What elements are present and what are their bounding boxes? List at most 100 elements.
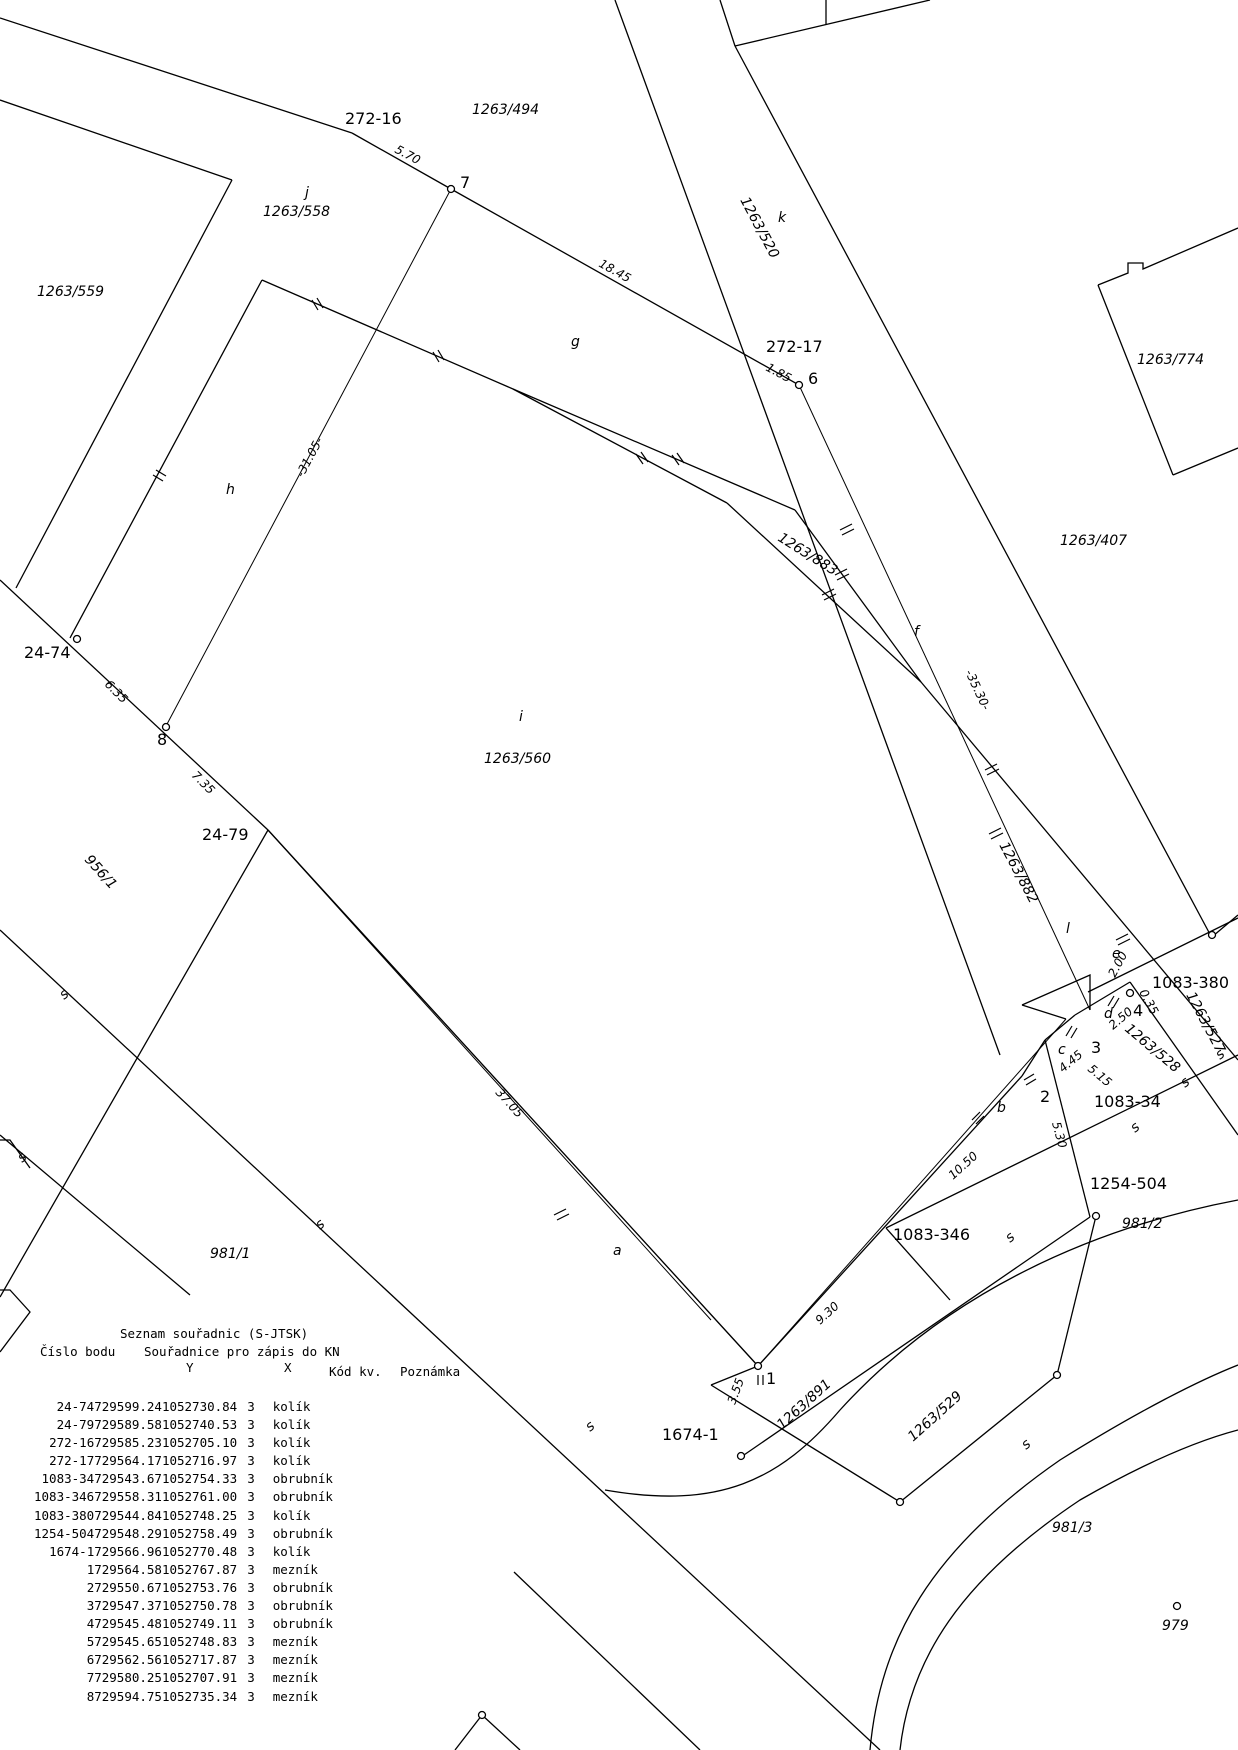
quality-code: 3 xyxy=(247,1543,255,1559)
coord-y: 729558.31 xyxy=(94,1489,162,1505)
header-point-number: Číslo bodu xyxy=(40,1344,116,1359)
coord-y: 729599.24 xyxy=(94,1399,162,1414)
coord-x: 1052753.76 xyxy=(161,1579,238,1595)
coord-x: 1052749.11 xyxy=(161,1616,238,1632)
note: kolík xyxy=(272,1417,311,1433)
point-label: 6 xyxy=(808,369,818,388)
coord-y: 729543.67 xyxy=(94,1471,162,1487)
header-coordinates: Souřadnice pro zápis do KN xyxy=(144,1344,340,1359)
header-y: Y xyxy=(186,1360,194,1375)
quality-code: 3 xyxy=(247,1598,255,1614)
point-id: 1083-380 xyxy=(34,1507,95,1523)
note: obrubník xyxy=(272,1489,333,1505)
quality-code: 3 xyxy=(247,1435,255,1451)
point-label: 1674-1 xyxy=(662,1425,719,1444)
note: mezník xyxy=(272,1688,318,1704)
parcel-label: 981/3 xyxy=(1052,1520,1092,1536)
point-label: 1083-380 xyxy=(1152,973,1229,992)
coord-x: 1052758.49 xyxy=(161,1525,238,1541)
note: mezník xyxy=(272,1561,318,1577)
dimension: -31.05- xyxy=(293,435,326,480)
dimension: 1.85 xyxy=(764,360,794,385)
quality-code: 3 xyxy=(247,1616,255,1632)
point-id: 272-17 xyxy=(49,1453,95,1469)
quality-code: 3 xyxy=(247,1471,255,1487)
quality-code: 3 xyxy=(247,1417,255,1433)
coord-x: 1052717.87 xyxy=(161,1652,238,1668)
dimension: 5.15 xyxy=(1085,1062,1114,1090)
quality-code: 3 xyxy=(247,1525,255,1541)
svg-text:s: s xyxy=(1018,1436,1034,1453)
coord-x: 1052707.91 xyxy=(161,1670,238,1686)
note: mezník xyxy=(272,1670,318,1686)
coord-x: 1052750.78 xyxy=(161,1598,238,1614)
part-letter: e xyxy=(1112,946,1121,962)
dimension: 37.05 xyxy=(493,1086,526,1121)
point-label: 2 xyxy=(1040,1087,1050,1106)
point-id: 24-74 xyxy=(56,1399,95,1414)
parcel-label: 956/1 xyxy=(81,852,120,893)
part-letter: h xyxy=(226,482,235,498)
survey-points xyxy=(72,184,1217,1720)
coord-x: 1052730.84 xyxy=(161,1399,238,1414)
svg-text:s: s xyxy=(1127,1119,1143,1136)
coord-x: 1052754.33 xyxy=(161,1471,238,1487)
point-label: 8 xyxy=(157,730,167,749)
svg-text:s: s xyxy=(312,1216,328,1233)
point-label: 3 xyxy=(1091,1038,1101,1057)
point-label: 1 xyxy=(766,1369,776,1388)
dimension: 6.35 xyxy=(102,677,131,706)
note: obrubník xyxy=(272,1616,333,1632)
coord-x: 1052748.25 xyxy=(161,1507,238,1523)
point-label: 272-17 xyxy=(766,337,823,356)
coord-y: 729564.17 xyxy=(94,1453,162,1469)
dimension: 9.30 xyxy=(813,1299,842,1328)
point-label: 1083-34 xyxy=(1094,1092,1161,1111)
coord-x: 1052761.00 xyxy=(161,1489,238,1505)
point-id: 6 xyxy=(86,1652,95,1668)
svg-text:s: s xyxy=(1002,1229,1018,1246)
point-label: 1254-504 xyxy=(1090,1174,1167,1193)
parcel-label: 981/2 xyxy=(1122,1216,1162,1232)
header-note: Poznámka xyxy=(400,1364,461,1379)
point-id: 7 xyxy=(86,1670,95,1686)
point-label: 272-16 xyxy=(345,109,402,128)
quality-code: 3 xyxy=(247,1670,255,1686)
coord-x: 1052705.10 xyxy=(161,1435,238,1451)
dimension: 7.35 xyxy=(189,768,218,797)
dimension: 2.00 xyxy=(1105,949,1130,979)
quality-code: 3 xyxy=(247,1489,255,1505)
point-id: 2 xyxy=(86,1579,95,1595)
note: mezník xyxy=(272,1652,318,1668)
coord-y: 729548.29 xyxy=(94,1525,162,1541)
point-label: 1083-346 xyxy=(893,1225,970,1244)
point-id: 1674-1 xyxy=(49,1543,95,1559)
parcel-label: 1263/528 xyxy=(1121,1021,1183,1076)
parcel-label: 1263/529 xyxy=(905,1388,966,1445)
point-id: 1083-34 xyxy=(41,1471,95,1487)
part-letter: a xyxy=(613,1243,622,1259)
dimension: 3.55 xyxy=(725,1376,747,1406)
point-id: 1254-504 xyxy=(34,1525,95,1541)
dimension-labels: 5.70 18.45 1.85 -31.05- -35.30- 6.35 7.3… xyxy=(102,142,1161,1406)
part-letter: c xyxy=(1058,1042,1066,1058)
coord-x: 1052767.87 xyxy=(161,1561,238,1577)
part-letter: d xyxy=(1104,1006,1113,1022)
quality-code: 3 xyxy=(247,1453,255,1469)
part-letter: b xyxy=(997,1100,1006,1116)
parcel-label: 1263/407 xyxy=(1060,533,1127,549)
tick-marks xyxy=(152,297,1131,1385)
note: kolík xyxy=(272,1453,311,1469)
coord-x: 1052740.53 xyxy=(161,1417,238,1433)
